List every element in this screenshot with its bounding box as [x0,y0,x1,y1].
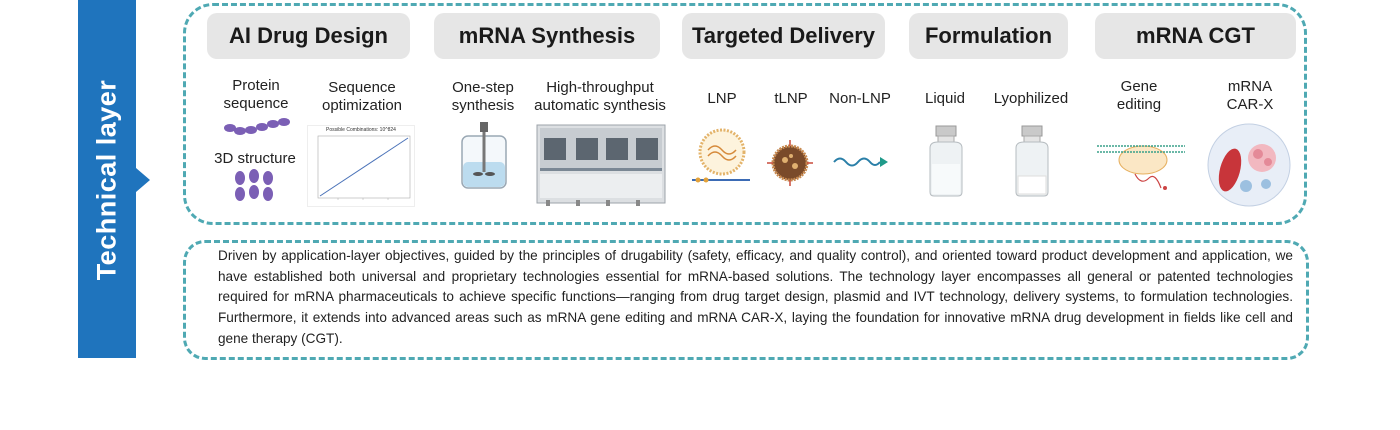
tlnp-illustration [767,140,813,186]
beaker-illustration [461,122,507,189]
mini-chart-plot [317,135,411,200]
category-targeted-delivery: Targeted Delivery [682,13,885,59]
label-one-step-synthesis: One-step synthesis [451,79,515,114]
technical-layer-bar [78,0,136,358]
label-protein-sequence: Protein sequence [223,77,289,112]
non-lnp-illustration [833,157,888,167]
label-non-lnp: Non-LNP [829,90,891,107]
label-tlnp: tLNP [774,90,808,107]
label-sequence-optimization: Sequence optimization [321,79,403,114]
label-high-throughput-synthesis: High-throughput automatic synthesis [534,79,666,114]
category-ai-drug-design: AI Drug Design [207,13,410,59]
lnp-illustration [692,128,750,183]
synthesis-machine-illustration [536,124,666,206]
sequence-optimization-chart: Possible Combinations: 10^824 [307,125,415,207]
technology-panel [183,3,1307,225]
category-mrna-synthesis: mRNA Synthesis [434,13,660,59]
technical-layer-label: Technical layer [91,79,122,281]
liquid-vial-illustration [929,125,963,197]
label-lnp: LNP [707,90,737,107]
lyophilized-vial-illustration [1015,125,1049,197]
description-text: Driven by application-layer objectives, … [218,248,1293,346]
mini-chart-title: Possible Combinations: 10^824 [326,127,396,133]
mrna-car-x-illustration [1207,123,1291,207]
category-formulation: Formulation [909,13,1068,59]
protein-chain-illustration [224,118,290,135]
protein-3d-structure-illustration [235,169,273,201]
category-mrna-cgt: mRNA CGT [1095,13,1296,59]
arrow-right-icon [136,168,150,192]
label-gene-editing: Gene editing [1116,78,1162,113]
description-panel [183,240,1309,360]
label-mrna-car-x: mRNA CAR-X [1226,78,1274,113]
label-liquid: Liquid [924,90,966,107]
gene-editing-illustration [1097,145,1185,190]
label-3d-structure: 3D structure [214,150,296,167]
label-lyophilized: Lyophilized [993,90,1069,107]
